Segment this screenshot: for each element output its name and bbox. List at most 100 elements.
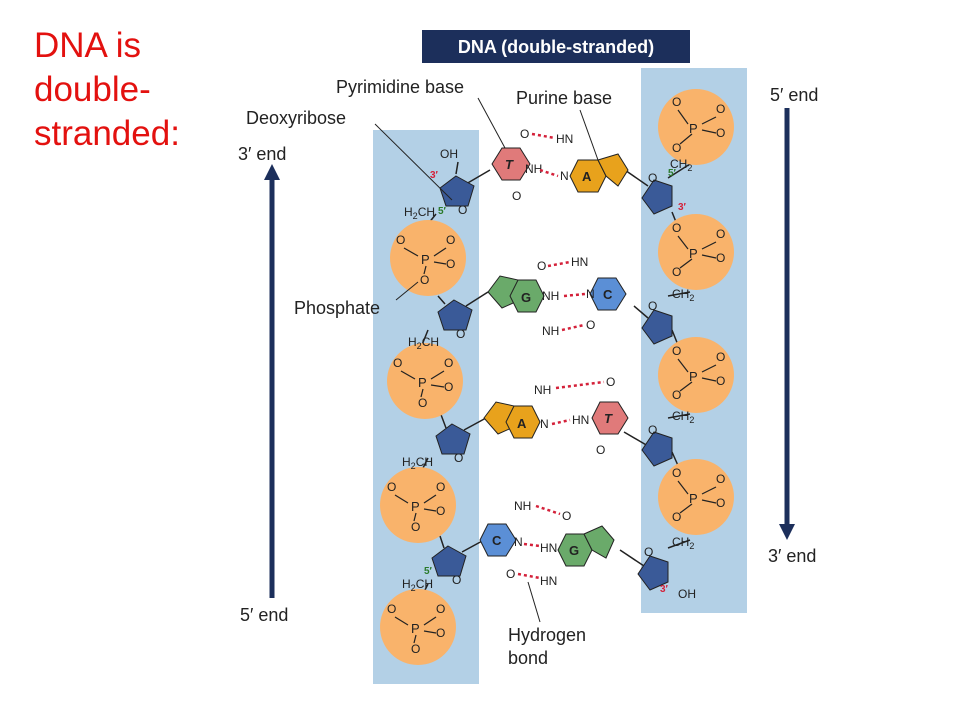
slide-title-line-3: stranded: [34,114,180,153]
svg-text:O: O [672,466,681,480]
right-top-end-label: 5′ end [770,85,818,105]
thymine-ring [491,147,531,181]
svg-text:O: O [436,602,445,616]
sugar-atom-labels: OH O O O O O O O O OH [440,147,696,601]
methylene-labels: H2CH H2CH H2CH H2CH CH2 CH2 CH2 CH2 [402,157,694,593]
thymine-ring-lower [591,401,629,435]
svg-text:P: P [421,252,430,267]
svg-text:O: O [456,327,465,341]
deoxyribose-left-3 [435,423,471,455]
svg-text:O: O [387,602,396,616]
svg-text:O: O [672,510,681,524]
phosphate-left-1: P [390,220,466,296]
svg-text:T: T [505,157,514,172]
hydrogen-bond-label-line-2: bond [508,648,548,668]
svg-text:T: T [604,411,613,426]
phosphate-right-1: P [658,89,734,165]
deoxyribose-label: Deoxyribose [246,108,346,128]
phosphate-pointer [395,281,419,301]
svg-text:A: A [582,169,592,184]
guanine-ring-5-lower [583,525,615,559]
slide-title: DNA is double- stranded: [34,24,234,156]
svg-text:HN: HN [556,132,573,146]
svg-text:O: O [606,375,615,389]
svg-text:N: N [514,535,523,549]
svg-text:O: O [648,171,657,185]
deoxyribose-left-2 [437,299,473,331]
svg-text:NH: NH [525,162,542,176]
svg-text:O: O [562,509,571,523]
svg-text:NH: NH [542,289,559,303]
cytosine-ring-lower [479,523,517,557]
deoxyribose-right-2 [641,309,673,345]
svg-text:O: O [520,127,529,141]
svg-text:HN: HN [571,255,588,269]
svg-text:5′: 5′ [668,168,677,179]
left-direction-arrow [264,164,280,598]
svg-text:CH2: CH2 [672,535,694,551]
svg-text:O: O [444,356,453,370]
svg-text:O: O [672,265,681,279]
phosphate-oxygens: O O O O O O O O O O O O O O O O O O O O … [387,95,725,656]
svg-text:O: O [716,251,725,265]
deoxyribose-pointer [374,123,453,201]
purine-base-label: Purine base [516,88,612,108]
svg-text:O: O [420,273,429,287]
svg-text:NH: NH [534,383,551,397]
svg-text:P: P [411,621,420,636]
svg-text:P: P [689,369,698,384]
deoxyribose-left-4 [431,545,467,577]
phosphate-left-4: P [380,589,456,665]
svg-text:O: O [454,451,463,465]
svg-text:O: O [444,380,453,394]
svg-text:CH2: CH2 [672,409,694,425]
pyrimidine-base-pointer [477,97,506,149]
phosphate-left-2: P [387,343,463,419]
svg-text:H2CH: H2CH [404,205,435,221]
base-pair-3: A T NH N O HN O [483,375,629,457]
svg-text:O: O [506,567,515,581]
svg-text:O: O [393,356,402,370]
purine-base-pointer [579,109,599,161]
svg-text:O: O [716,227,725,241]
deoxyribose-right-4 [637,555,669,591]
svg-text:CH2: CH2 [670,157,692,173]
adenine-ring-5 [597,153,629,187]
svg-text:O: O [586,318,595,332]
svg-text:O: O [537,259,546,273]
svg-text:O: O [458,203,467,217]
left-top-end-label: 3′ end [238,144,286,164]
svg-text:O: O [396,233,405,247]
phosphate-bonds [394,109,717,644]
phosphate-right-2: P [658,214,734,290]
svg-text:O: O [672,221,681,235]
svg-text:C: C [603,287,613,302]
svg-text:5′: 5′ [424,566,433,577]
svg-text:HN: HN [540,541,557,555]
svg-text:O: O [436,504,445,518]
diagram-header-box [422,30,690,63]
deoxyribose-right-1 [641,179,673,215]
svg-text:O: O [672,388,681,402]
svg-text:3′: 3′ [678,202,687,213]
cytosine-ring [589,277,627,311]
svg-text:P: P [689,121,698,136]
hydrogen-bond-label-line-1: Hydrogen [508,625,586,645]
svg-text:O: O [446,233,455,247]
svg-text:O: O [644,545,653,559]
slide-title-line-2: double- [34,70,151,109]
svg-text:HN: HN [572,413,589,427]
svg-text:O: O [716,472,725,486]
svg-text:O: O [436,480,445,494]
svg-text:P: P [411,499,420,514]
svg-text:OH: OH [678,587,696,601]
svg-text:O: O [436,626,445,640]
svg-text:O: O [716,350,725,364]
left-bottom-end-label: 5′ end [240,605,288,625]
svg-text:3′: 3′ [660,584,669,595]
svg-text:O: O [452,573,461,587]
adenine-ring-6-lower [505,405,541,439]
svg-text:G: G [569,543,579,558]
svg-text:HN: HN [540,574,557,588]
